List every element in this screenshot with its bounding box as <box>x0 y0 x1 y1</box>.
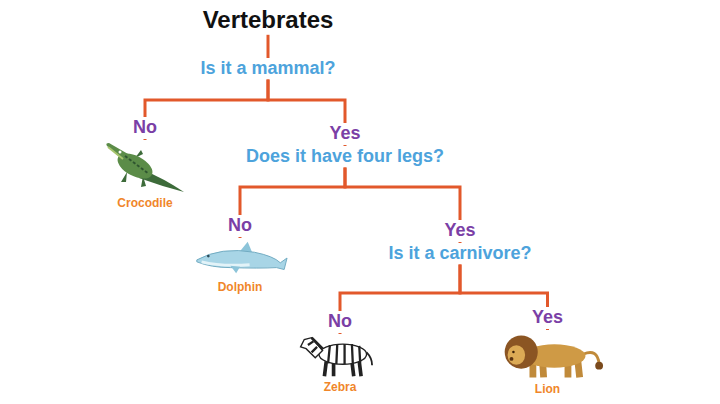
animal-name: Crocodile <box>117 196 172 210</box>
animal-name: Lion <box>535 382 560 396</box>
animal-name: Zebra <box>324 380 357 394</box>
animal-illustration <box>192 238 288 278</box>
animal-illustration <box>492 330 604 380</box>
question-text: Is it a carnivore? <box>388 243 531 265</box>
animal-node: Zebra <box>285 334 395 394</box>
answer-label: No <box>225 215 255 237</box>
question-node: Is it a carnivore? <box>360 243 560 265</box>
answer-label: Yes <box>326 123 363 145</box>
answer-label: No <box>325 311 355 333</box>
root-heading: Vertebrates <box>188 6 348 35</box>
question-text: Does it have four legs? <box>246 146 444 168</box>
animal-name: Dolphin <box>218 280 263 294</box>
branch-connector <box>267 35 270 58</box>
animal-node: Crocodile <box>100 140 190 210</box>
animal-illustration-use <box>504 336 602 378</box>
animal-node: Lion <box>490 330 605 396</box>
answer-label: No <box>130 117 160 139</box>
answer-label: Yes <box>441 220 478 242</box>
question-text: Is it a mammal? <box>200 58 335 80</box>
animal-illustration-use <box>106 143 184 192</box>
animal-node: Dolphin <box>190 238 290 294</box>
branch-connector <box>240 168 345 238</box>
branch-connector <box>145 80 268 140</box>
animal-illustration <box>297 334 383 378</box>
animal-illustration-use <box>301 338 373 377</box>
connector-group <box>145 35 548 334</box>
branch-connector <box>340 265 460 334</box>
animal-illustration-use <box>197 242 287 274</box>
answer-label: Yes <box>529 307 566 329</box>
question-node: Does it have four legs? <box>225 146 465 168</box>
question-node: Is it a mammal? <box>168 58 368 80</box>
animal-illustration <box>105 140 185 194</box>
heading-text: Vertebrates <box>203 6 334 35</box>
